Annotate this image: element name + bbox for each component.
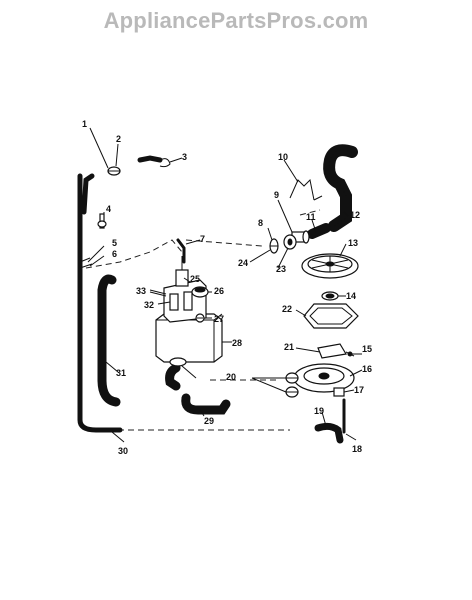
callout-31: 31: [116, 368, 126, 378]
watermark-logo: AppliancePartsPros.com: [103, 8, 369, 33]
part-17-outlet: [333, 387, 345, 397]
callout-15: 15: [362, 344, 372, 354]
callout-26: 26: [214, 286, 224, 296]
part-25-connector: [175, 256, 189, 287]
callout-21: 21: [284, 342, 294, 352]
part-10-wire-clip: [289, 178, 323, 201]
part-3-hose-elbow: [137, 155, 171, 168]
part-4-fitting: [97, 213, 107, 229]
part-20-clamps-right: [285, 372, 299, 398]
callout-labels: 1 2 3 4 5 6 7 8 9 10 11 12 13 14 15 16 1…: [82, 119, 372, 456]
callout-24: 24: [238, 258, 248, 268]
callout-6: 6: [112, 249, 117, 259]
callout-30: 30: [118, 446, 128, 456]
callout-16: 16: [362, 364, 372, 374]
part-7-tube: [176, 238, 186, 264]
callout-14: 14: [346, 291, 356, 301]
callout-25: 25: [190, 274, 200, 284]
part-20-hose-outlet: [165, 357, 187, 391]
part-8-24-washer: [269, 238, 279, 254]
callout-19: 19: [314, 406, 324, 416]
callout-28: 28: [232, 338, 242, 348]
part-19-small-hose: [314, 422, 344, 444]
callout-1: 1: [82, 119, 87, 129]
callout-29: 29: [204, 416, 214, 426]
part-1-hose-upper-left: [81, 173, 95, 215]
callout-3: 3: [182, 152, 187, 162]
callout-5: 5: [112, 238, 117, 248]
callout-33: 33: [136, 286, 146, 296]
part-13-impeller-cover: [301, 253, 359, 279]
part-9-coupling: [291, 230, 310, 244]
callout-23: 23: [276, 264, 286, 274]
callout-13: 13: [348, 238, 358, 248]
part-2-clamp: [107, 166, 121, 176]
callout-8: 8: [258, 218, 263, 228]
callout-12: 12: [350, 210, 360, 220]
part-21-pump-top: [317, 343, 347, 359]
callout-10: 10: [278, 152, 288, 162]
callout-20: 20: [226, 372, 236, 382]
callout-9: 9: [274, 190, 279, 200]
part-30-long-tube: [77, 173, 123, 433]
callout-17: 17: [354, 385, 364, 395]
callout-32: 32: [144, 300, 154, 310]
part-29-hose-bottom: [181, 393, 231, 415]
part-23-fitting: [283, 234, 297, 250]
callout-4: 4: [106, 204, 111, 214]
callout-18: 18: [352, 444, 362, 454]
part-22-gasket: [303, 303, 359, 329]
part-26-cap: [191, 286, 209, 298]
callout-7: 7: [200, 234, 205, 244]
part-28-reservoir-box: [155, 313, 223, 363]
callout-22: 22: [282, 304, 292, 314]
callout-11: 11: [306, 212, 316, 222]
part-27-screw: [195, 313, 205, 323]
callout-27: 27: [214, 314, 224, 324]
callout-2: 2: [116, 134, 121, 144]
part-31-long-hose: [97, 274, 121, 407]
part-14-impeller: [321, 291, 339, 301]
leader-lines: [87, 127, 363, 443]
part-12-corrugated-hose: [323, 144, 358, 232]
part-16-pump-housing: [293, 363, 355, 393]
part-11-hose-connector: [307, 223, 331, 239]
